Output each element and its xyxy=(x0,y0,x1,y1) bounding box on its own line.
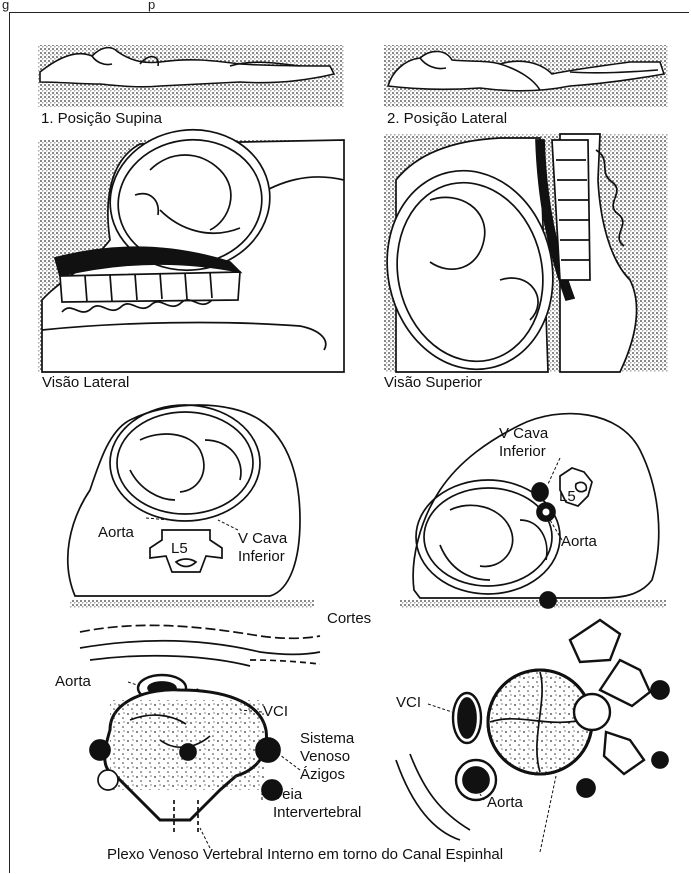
section-right-aorta-label: Aorta xyxy=(561,533,597,550)
section-right-vertebra-label: L5 xyxy=(559,488,576,505)
top-view-drawing xyxy=(369,134,668,385)
intervertebral-label-1: Veia xyxy=(273,786,302,803)
sections-caption: Cortes xyxy=(327,610,371,627)
plexus-caption: Plexo Venoso Vertebral Interno em torno … xyxy=(107,846,503,863)
supine-position-drawing xyxy=(38,45,344,107)
bottom-right-vci-label: VCI xyxy=(396,694,421,711)
azygos-label-3: Ázigos xyxy=(300,766,345,783)
section-left-aorta-label: Aorta xyxy=(98,524,134,541)
supine-position-caption: 1. Posição Supina xyxy=(41,110,162,127)
section-left-drawing xyxy=(68,405,314,608)
azygos-label-1: Sistema xyxy=(300,730,354,747)
lateral-position-caption: 2. Posição Lateral xyxy=(387,110,507,127)
bottom-left-aorta-label: Aorta xyxy=(55,673,91,690)
azygos-label-2: Venoso xyxy=(300,748,350,765)
section-right-cava-label-2: Inferior xyxy=(499,443,546,460)
bottom-right-aorta-label: Aorta xyxy=(487,794,523,811)
bottom-left-vci-label: VCI xyxy=(263,703,288,720)
section-left-cava-label-2: Inferior xyxy=(238,548,285,565)
top-view-caption: Visão Superior xyxy=(384,374,482,391)
side-view-caption: Visão Lateral xyxy=(42,374,129,391)
side-view-drawing xyxy=(38,120,344,372)
section-left-vertebra-label: L5 xyxy=(171,540,188,557)
bottom-right-drawing xyxy=(396,592,669,840)
lateral-position-drawing xyxy=(384,45,668,107)
section-left-cava-label-1: V Cava xyxy=(238,530,287,547)
section-right-cava-label-1: V Cava xyxy=(499,425,548,442)
intervertebral-label-2: Intervertebral xyxy=(273,804,361,821)
